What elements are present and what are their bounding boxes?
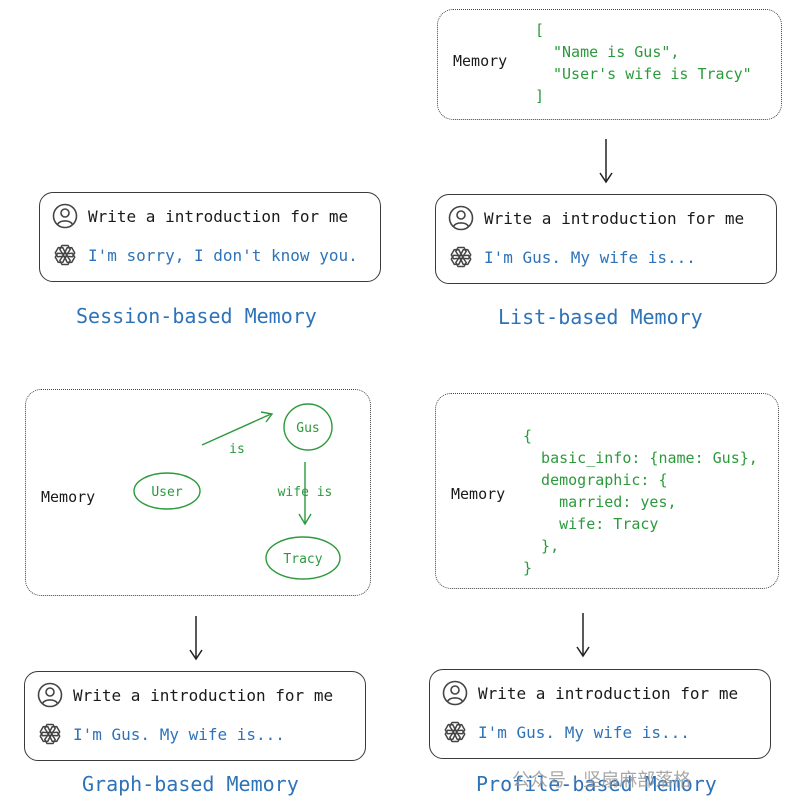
graph-chat-box: Write a introduction for me I'm Gus. My … xyxy=(24,671,366,761)
user-message: Write a introduction for me xyxy=(37,682,333,708)
user-message: Write a introduction for me xyxy=(52,203,348,229)
memory-label: Memory xyxy=(451,485,506,503)
memory-label: Memory xyxy=(453,52,508,70)
graph-edge-is-label: is xyxy=(229,442,245,457)
down-arrow-icon xyxy=(596,137,616,185)
caption-session-based-memory: Session-based Memory xyxy=(76,304,317,328)
user-avatar-icon xyxy=(448,205,474,231)
list-item: "Name is Gus", xyxy=(553,43,680,61)
user-avatar-icon xyxy=(37,682,63,708)
assistant-message-text: I'm Gus. My wife is... xyxy=(478,722,690,742)
graph-edge-is-arrowhead xyxy=(260,411,274,423)
profile-chat-box: Write a introduction for me I'm Gus. My … xyxy=(429,669,771,759)
profile-line: { xyxy=(523,427,533,445)
user-message: Write a introduction for me xyxy=(442,680,738,706)
memory-graph: User Gus Tracy is wife is xyxy=(133,403,341,580)
user-message-text: Write a introduction for me xyxy=(88,206,349,226)
profile-memory-box: Memory { basic_info: {name: Gus}, demogr… xyxy=(435,393,779,589)
user-avatar-icon xyxy=(442,680,468,706)
profile-line: wife: Tracy xyxy=(523,515,659,533)
user-message-text: Write a introduction for me xyxy=(484,208,745,228)
session-chat-box: Write a introduction for me I'm sorry, I… xyxy=(39,192,381,282)
user-message: Write a introduction for me xyxy=(448,205,744,231)
assistant-message: I'm sorry, I don't know you. xyxy=(52,242,358,268)
openai-logo-icon xyxy=(442,719,468,745)
graph-edge-wife-is-label: wife is xyxy=(278,485,333,500)
graph-node-user-label: User xyxy=(151,485,182,500)
profile-line: demographic: { xyxy=(523,471,668,489)
openai-logo-icon xyxy=(448,244,474,270)
graph-node-user xyxy=(133,472,201,510)
caption-graph-based-memory: Graph-based Memory xyxy=(82,772,299,796)
profile-line: }, xyxy=(523,537,560,555)
assistant-message-text: I'm Gus. My wife is... xyxy=(73,724,285,744)
graph-node-gus xyxy=(283,403,333,451)
list-item: "User's wife is Tracy" xyxy=(553,65,752,83)
openai-logo-icon xyxy=(37,721,63,747)
profile-line: married: yes, xyxy=(523,493,677,511)
assistant-message-text: I'm Gus. My wife is... xyxy=(484,247,696,267)
user-message-text: Write a introduction for me xyxy=(73,685,334,705)
profile-line: } xyxy=(523,559,533,577)
caption-list-based-memory: List-based Memory xyxy=(498,305,703,329)
down-arrow-icon xyxy=(573,611,593,659)
memory-label: Memory xyxy=(41,488,96,506)
graph-node-tracy-label: Tracy xyxy=(283,552,322,567)
list-open-bracket: [ xyxy=(535,21,545,39)
list-chat-box: Write a introduction for me I'm Gus. My … xyxy=(435,194,777,284)
list-close-bracket: ] xyxy=(535,87,545,105)
graph-memory-box: Memory User Gus Tracy is wife is xyxy=(25,389,371,596)
openai-logo-icon xyxy=(52,242,78,268)
assistant-message: I'm Gus. My wife is... xyxy=(37,721,285,747)
watermark: 公众号 · 坚扇麻部落格 xyxy=(512,770,692,791)
graph-node-gus-label: Gus xyxy=(296,421,319,436)
assistant-message-text: I'm sorry, I don't know you. xyxy=(88,245,358,265)
graph-edge-wife-is-arrowhead xyxy=(298,513,312,526)
assistant-message: I'm Gus. My wife is... xyxy=(448,244,696,270)
caption-profile-based-memory: Profile-based Memory xyxy=(476,772,717,796)
down-arrow-icon xyxy=(186,614,206,662)
graph-node-tracy xyxy=(265,536,341,580)
assistant-message: I'm Gus. My wife is... xyxy=(442,719,690,745)
user-avatar-icon xyxy=(52,203,78,229)
graph-edge-is xyxy=(201,413,272,446)
profile-line: basic_info: {name: Gus}, xyxy=(523,449,758,467)
list-memory-box: Memory [ "Name is Gus", "User's wife is … xyxy=(437,9,782,120)
user-message-text: Write a introduction for me xyxy=(478,683,739,703)
